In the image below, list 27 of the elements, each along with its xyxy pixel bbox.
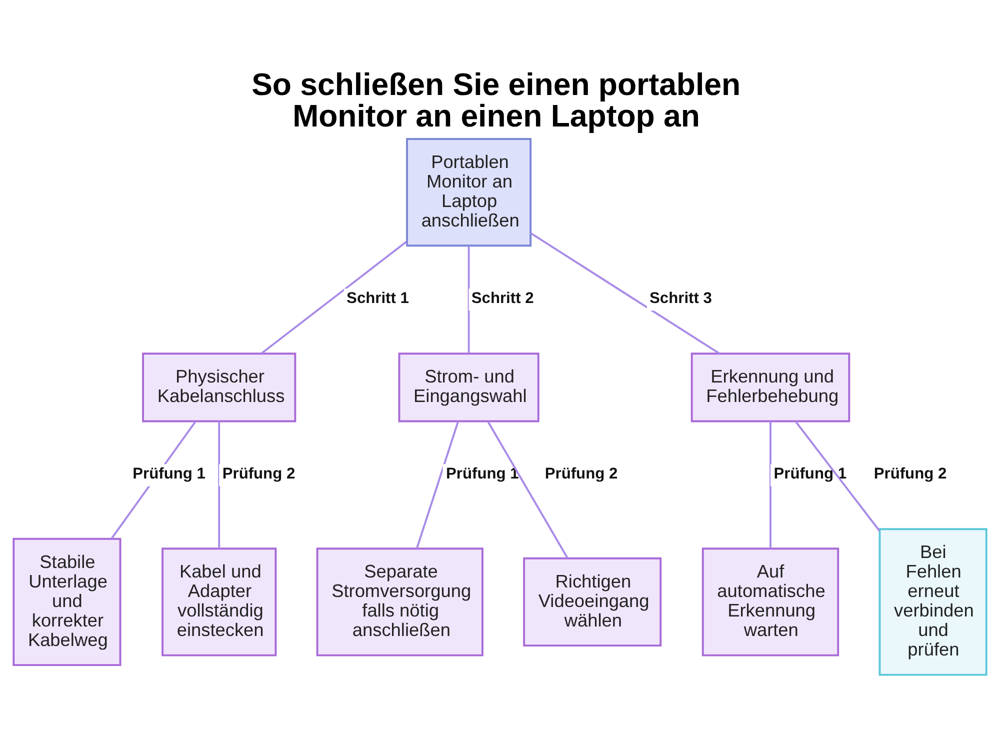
edge-label: Prüfung 2	[222, 466, 296, 483]
connector	[530, 232, 720, 354]
connector	[218, 421, 220, 549]
connector	[794, 420, 880, 532]
connector	[260, 240, 408, 354]
node-box: Richtigen Videoeingang wählen	[523, 557, 662, 647]
node-box: Separate Stromversorgung falls nötig anschließen	[316, 548, 484, 656]
node-box: Portablen Monitor an Laptop anschließen	[406, 138, 532, 247]
connector	[416, 421, 460, 549]
node-box: Stabile Unterlage und korrekter Kabelweg	[12, 538, 122, 666]
node-box: Kabel und Adapter vollständig einstecken	[162, 548, 277, 656]
node-box: Strom- und Eingangswahl	[398, 352, 540, 422]
edge-label: Prüfung 2	[544, 466, 618, 483]
edge-label: Schritt 1	[346, 290, 409, 308]
diagram-title: So schließen Sie einen portablen Monitor an einen Laptop an	[252, 67, 741, 134]
node-box: Physischer Kabelanschluss	[142, 352, 296, 422]
edge-label: Schritt 3	[650, 290, 712, 308]
edge-label: Prüfung 1	[774, 466, 847, 483]
node-box: Bei Fehlen erneut verbinden und prüfen	[878, 528, 988, 676]
edge-label: Prüfung 1	[132, 466, 206, 483]
node-box: Auf automatische Erkennung warten	[702, 548, 840, 656]
edge-label: Schritt 2	[471, 290, 534, 308]
node-box: Erkennung und Fehlerbehebung	[690, 352, 850, 422]
connector	[486, 420, 568, 559]
connector	[770, 421, 772, 549]
connector	[468, 246, 470, 354]
edge-label: Prüfung 2	[874, 466, 947, 483]
